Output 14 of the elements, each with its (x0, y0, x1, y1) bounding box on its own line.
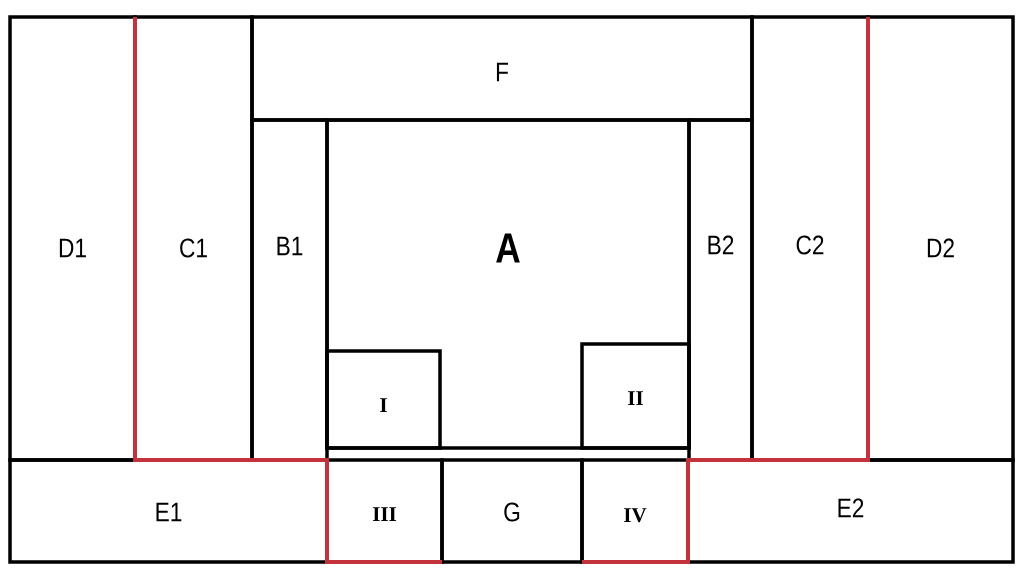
zone-box: D2 (866, 15, 1015, 462)
zone-box: C1 (133, 15, 254, 462)
zone-box: F (250, 15, 754, 122)
zone-box: B2 (687, 118, 754, 462)
zone-box: G (440, 458, 584, 564)
zone-box: III (325, 458, 444, 564)
zone-box: D1 (8, 15, 137, 462)
zone-box: E1 (8, 458, 329, 564)
zone-box: C2 (750, 15, 870, 462)
zone-box: II (580, 342, 691, 450)
zone-box: I (325, 349, 442, 450)
zone-box: E2 (686, 458, 1015, 564)
zone-box: IV (580, 458, 690, 564)
zone-box: B1 (250, 118, 329, 462)
